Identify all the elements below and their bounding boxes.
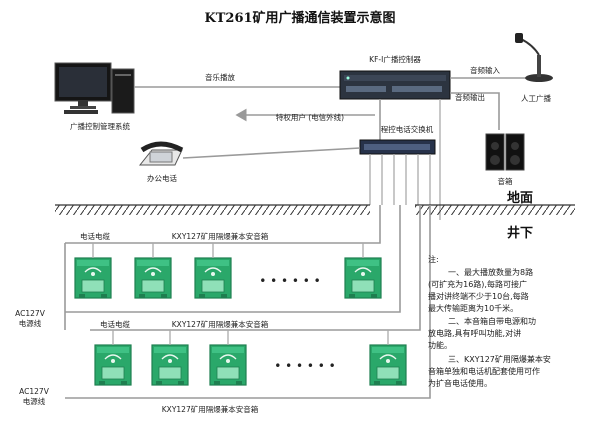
mine-speaker-box xyxy=(209,344,247,386)
row2-power-bus xyxy=(65,205,401,313)
notes-head: 注: xyxy=(428,254,439,264)
note-line: 放电路,具有呼叫功能,对讲 xyxy=(428,328,521,338)
row3-power-bus xyxy=(65,205,431,399)
note-line: (可扩充为16路),每路可接广 xyxy=(428,279,527,289)
music-label: 音乐播放 xyxy=(205,72,235,82)
phone-switch-link xyxy=(182,147,361,159)
power2-line1: AC127V xyxy=(19,387,50,396)
row1-ellipsis: • • • • • • xyxy=(259,274,321,288)
row1-cable-label: 电话电缆 xyxy=(80,231,110,241)
power2-line2: 电源线 xyxy=(23,396,46,406)
mine-speaker-box xyxy=(94,344,132,386)
above-ground-label: 地面 xyxy=(507,190,533,206)
row2-ellipsis: • • • • • • xyxy=(274,359,336,373)
diagram-title: KT261矿用广播通信装置示意图 xyxy=(204,10,395,26)
switch-label: 程控电话交换机 xyxy=(381,124,434,134)
switch-drop-lines xyxy=(369,154,431,205)
broadcast-controller-rack xyxy=(339,70,451,100)
note-line: 音箱单独和电话机配套使用可作 xyxy=(428,366,540,376)
mine-speaker-box xyxy=(151,344,189,386)
mic-label: 人工广播 xyxy=(521,93,551,103)
note-line: 为扩音电话使用。 xyxy=(428,378,492,388)
row1-box-label: KXY127矿用隔爆兼本安音箱 xyxy=(172,231,269,241)
audio-out-label: 音频输出 xyxy=(455,92,485,102)
note-line: 二、本音箱自带电源和功 xyxy=(448,316,536,326)
note-line: 播对讲终端不少于10台,每路 xyxy=(428,291,529,301)
mine-speaker-box xyxy=(194,257,232,299)
mine-speaker-box xyxy=(74,257,112,299)
note-line: 一、最大播放数量为8路 xyxy=(448,267,533,277)
underground-label: 井下 xyxy=(507,225,533,241)
audio-out-link xyxy=(450,92,500,130)
note-line: 三、KXY127矿用隔爆兼本安 xyxy=(448,354,551,364)
telephone-icon xyxy=(138,141,184,166)
row2-bus xyxy=(90,205,421,331)
row2-cable-label: 电话电缆 xyxy=(100,319,130,329)
speaker-label: 音箱 xyxy=(498,176,513,186)
note-line: 最大传输距离为10千米。 xyxy=(428,303,518,313)
row2-drops xyxy=(112,330,389,345)
note-line: 功能。 xyxy=(428,340,452,350)
power1-line2: 电源线 xyxy=(19,318,42,328)
row2-box-label: KXY127矿用隔爆兼本安音箱 xyxy=(172,319,269,329)
row1-drops xyxy=(92,243,364,258)
controller-label: KF-I广播控制器 xyxy=(369,54,421,64)
speaker-icon xyxy=(485,133,525,171)
pc-label: 广播控制管理系统 xyxy=(70,121,130,131)
phone-label: 办公电话 xyxy=(147,173,177,183)
ground-line xyxy=(55,204,575,215)
telephone-switch-icon xyxy=(359,139,436,155)
mine-speaker-box xyxy=(134,257,172,299)
notes-block: 注: 一、最大播放数量为8路 (可扩充为16路),每路可接广 播对讲终端不少于1… xyxy=(428,254,551,388)
row3-box-label: KXY127矿用隔爆兼本安音箱 xyxy=(162,404,259,414)
row1-bus xyxy=(65,205,381,244)
audio-in-label: 音频输入 xyxy=(470,65,500,75)
special-user-label: 特权用户 (电信外线) xyxy=(276,112,344,122)
microphone-icon xyxy=(515,33,553,82)
mine-speaker-box xyxy=(344,257,382,299)
mine-speaker-box xyxy=(369,344,407,386)
pc-computer-icon xyxy=(54,62,135,114)
power1-line1: AC127V xyxy=(15,309,46,318)
